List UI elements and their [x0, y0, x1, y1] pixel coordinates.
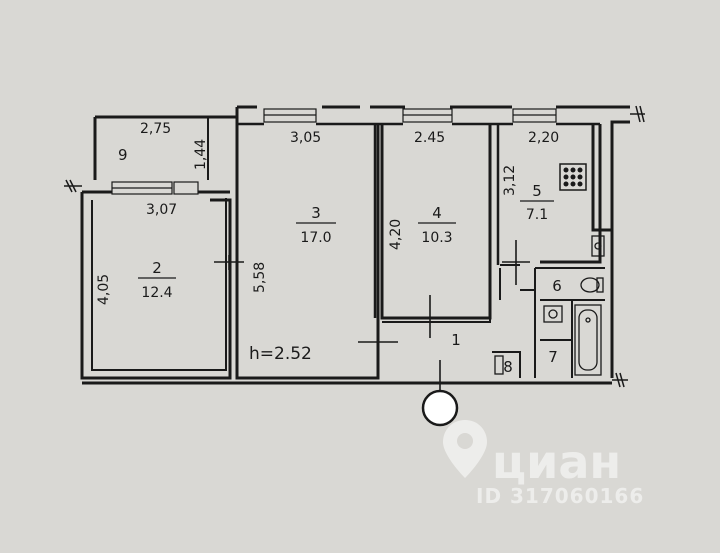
utility-box-icon	[494, 355, 504, 375]
toilet-icon	[580, 277, 604, 293]
room5-walls	[540, 124, 602, 264]
door-room3	[358, 328, 398, 356]
room4-width-label: 2.45	[414, 130, 445, 146]
door-room4	[415, 295, 445, 338]
room-8-number: 8	[503, 358, 513, 376]
door-kitchen	[502, 240, 530, 285]
kitchen-sink-icon	[591, 235, 605, 257]
dimension-labels: 2,75 1,44 3,07 4,05 3,05 5,58 2.45 4,20 …	[96, 121, 559, 305]
watermark-brand: циан	[492, 435, 621, 489]
room-4-area: 10.3	[421, 230, 452, 246]
room-3-number: 3	[311, 204, 321, 222]
watermark-listing-id: ID 317060166	[476, 484, 644, 508]
break-mark-bottom-right	[612, 372, 628, 388]
room-9-number: 9	[118, 146, 128, 164]
bath-walls	[534, 267, 605, 378]
break-marks	[64, 105, 645, 388]
door-room2-3	[214, 255, 244, 270]
corridor-walls	[499, 264, 535, 300]
windows	[111, 108, 557, 195]
location-pin-icon	[443, 420, 487, 478]
room8-walls	[492, 351, 521, 378]
balcony-width-label: 2,75	[140, 121, 171, 137]
break-mark-top-right	[630, 105, 645, 123]
room2-length-label: 4,05	[96, 274, 112, 305]
room-6-number: 6	[552, 277, 562, 295]
watermark: циан ID 317060166	[443, 420, 644, 508]
room-1-number: 1	[451, 331, 461, 349]
balcony-depth-label: 1,44	[193, 139, 209, 170]
washbasin-icon	[543, 305, 563, 323]
room-5-area: 7.1	[526, 207, 548, 223]
room3-walls	[235, 124, 380, 380]
room-7-number: 7	[548, 348, 558, 366]
stove-icon	[559, 163, 587, 191]
room-3-area: 17.0	[300, 230, 331, 246]
ceiling-height-label: h=2.52	[249, 344, 312, 364]
room-2-area: 12.4	[141, 285, 172, 301]
entrance-marker	[421, 389, 459, 427]
walls	[80, 105, 630, 385]
door-marks	[214, 240, 530, 395]
bathtub-icon	[574, 304, 602, 376]
balcony-door	[173, 181, 199, 195]
room2-width-label: 3,07	[146, 202, 177, 218]
room4-length-label: 4,20	[388, 219, 404, 250]
break-mark-left	[64, 179, 82, 193]
room3-length-label: 5,58	[252, 262, 268, 293]
room5-width-label: 2,20	[528, 130, 559, 146]
room2-inner	[91, 198, 227, 371]
room-2-number: 2	[152, 259, 162, 277]
room-5-number: 5	[532, 182, 542, 200]
room2-walls	[80, 192, 232, 380]
room-4-number: 4	[432, 204, 442, 222]
room3-width-label: 3,05	[290, 130, 321, 146]
room-labels: 9 2 12.4 3 17.0 4 10.3 5 7.1 1 6 7 8 h=2…	[118, 146, 562, 376]
hall-wall	[382, 318, 491, 323]
room5-length-label: 3,12	[502, 165, 518, 196]
